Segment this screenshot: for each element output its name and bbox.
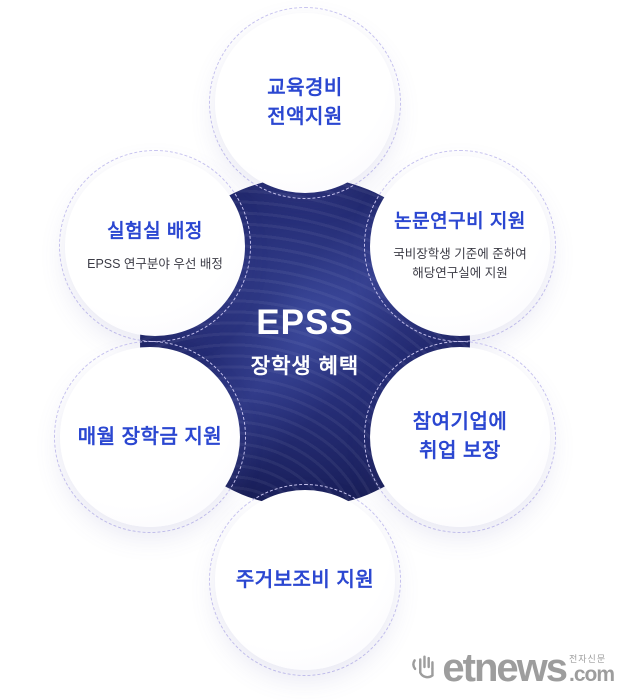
benefit-circle-employment-guarantee: 참여기업에 취업 보장 xyxy=(364,341,556,533)
benefit-subtitle: EPSS 연구분야 우선 배정 xyxy=(87,255,223,274)
benefit-circle-inner: 실험실 배정 EPSS 연구분야 우선 배정 xyxy=(65,156,245,336)
benefit-title-line: 전액지원 xyxy=(267,106,343,128)
benefit-circle-inner: 주거보조비 지원 xyxy=(215,490,395,670)
center-title: EPSS xyxy=(256,303,354,343)
etnews-watermark: etnews 전자신문 .com xyxy=(409,646,615,690)
benefit-subtitle-line: 국비장학생 기준에 준하여 xyxy=(393,246,527,261)
benefit-title-line: 교육경비 xyxy=(267,77,343,99)
benefit-title: 매월 장학금 지원 xyxy=(78,423,222,452)
etnews-hand-icon xyxy=(412,655,435,679)
benefit-title-line: 실험실 배정 xyxy=(107,221,203,243)
benefit-circle-inner: 교육경비 전액지원 xyxy=(215,13,395,193)
benefit-circle-thesis-research-fund: 논문연구비 지원 국비장학생 기준에 준하여 해당연구실에 지원 xyxy=(364,150,556,342)
etnews-brand-text: etnews xyxy=(442,646,568,690)
benefit-title-line: 참여기업에 xyxy=(412,411,508,433)
benefit-circle-education-expenses: 교육경비 전액지원 xyxy=(209,7,401,199)
etnews-korean-text: 전자신문 xyxy=(568,654,607,665)
benefit-circle-monthly-scholarship: 매월 장학금 지원 xyxy=(54,341,246,533)
benefit-title: 주거보조비 지원 xyxy=(236,566,374,595)
benefit-title: 참여기업에 취업 보장 xyxy=(413,408,508,466)
benefit-title: 논문연구비 지원 xyxy=(394,208,526,236)
center-subtitle: 장학생 혜택 xyxy=(250,354,360,378)
benefit-subtitle-line: EPSS 연구분야 우선 배정 xyxy=(87,256,223,271)
benefit-circle-inner: 논문연구비 지원 국비장학생 기준에 준하여 해당연구실에 지원 xyxy=(370,156,550,336)
benefit-title-line: 매월 장학금 지원 xyxy=(77,425,223,448)
benefit-circle-inner: 매월 장학금 지원 xyxy=(60,347,240,527)
benefit-title: 교육경비 전액지원 xyxy=(267,74,343,132)
etnews-suffix-stack: 전자신문 .com xyxy=(568,654,615,687)
benefit-circle-housing-subsidy: 주거보조비 지원 xyxy=(209,484,401,676)
benefit-title-line: 취업 보장 xyxy=(419,440,501,462)
benefit-subtitle: 국비장학생 기준에 준하여 해당연구실에 지원 xyxy=(393,245,526,284)
benefit-title: 실험실 배정 xyxy=(107,218,203,246)
benefit-circle-inner: 참여기업에 취업 보장 xyxy=(370,347,550,527)
benefit-title-line: 주거보조비 지원 xyxy=(235,568,375,591)
etnews-suffix-text: .com xyxy=(568,663,615,687)
benefit-title-line: 논문연구비 지원 xyxy=(394,211,526,233)
benefit-subtitle-line: 해당연구실에 지원 xyxy=(412,266,508,281)
benefit-circle-lab-assignment: 실험실 배정 EPSS 연구분야 우선 배정 xyxy=(59,150,251,342)
